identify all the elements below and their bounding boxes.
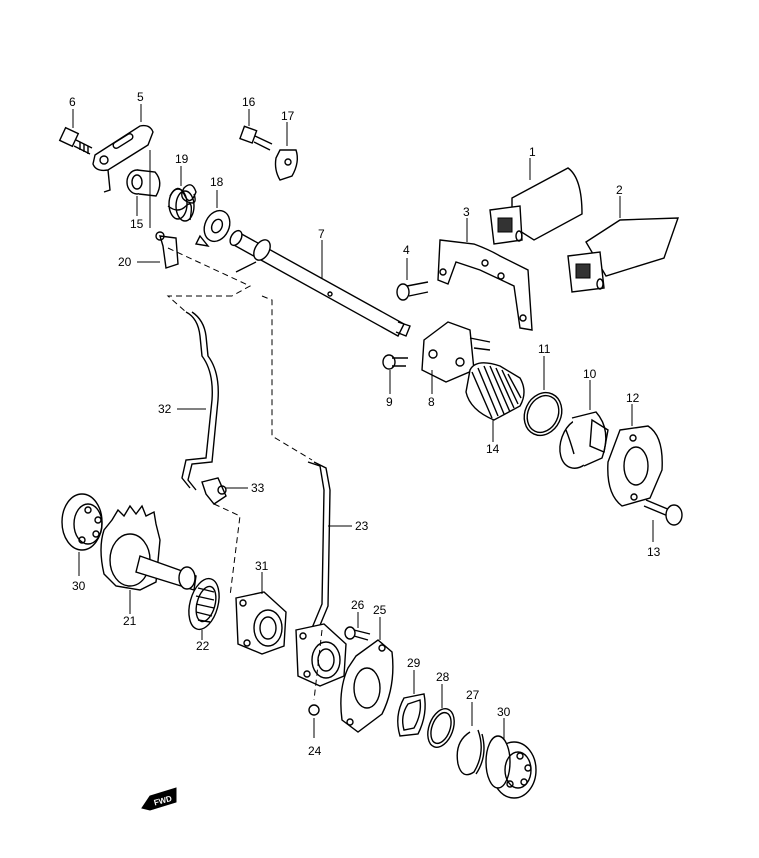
callout-7: 7 bbox=[318, 227, 325, 241]
part-30-bearing-right bbox=[485, 718, 537, 799]
part-25-gasket bbox=[340, 617, 394, 733]
part-7-shaft bbox=[229, 229, 411, 337]
callout-20: 20 bbox=[118, 255, 132, 269]
callout-30-left: 30 bbox=[72, 579, 86, 593]
callout-14: 14 bbox=[486, 442, 500, 456]
callout-22: 22 bbox=[196, 639, 210, 653]
part-28-oring bbox=[427, 684, 455, 748]
callout-6: 6 bbox=[69, 95, 76, 109]
callout-18: 18 bbox=[210, 175, 224, 189]
part-23-housing bbox=[295, 623, 347, 687]
part-8-block bbox=[421, 321, 491, 394]
callout-13: 13 bbox=[647, 545, 661, 559]
callout-30-right: 30 bbox=[497, 705, 511, 719]
part-13-bolt bbox=[643, 499, 683, 542]
callout-11: 11 bbox=[538, 342, 551, 356]
part-9-screw bbox=[382, 354, 408, 394]
callout-9: 9 bbox=[386, 395, 393, 409]
part-6-bolt bbox=[58, 109, 93, 155]
part-31-housing bbox=[235, 572, 287, 655]
callout-21: 21 bbox=[123, 614, 137, 628]
callout-5: 5 bbox=[137, 90, 144, 104]
part-21-gear-shaft bbox=[100, 504, 197, 614]
part-26-screw bbox=[344, 612, 371, 641]
fwd-direction-badge: FWD bbox=[141, 787, 177, 811]
part-15-collar bbox=[126, 150, 161, 228]
part-11-oring bbox=[523, 356, 563, 437]
callout-27: 27 bbox=[466, 688, 480, 702]
callout-4: 4 bbox=[403, 243, 410, 257]
part-30-bearing-left bbox=[61, 493, 103, 576]
callout-3: 3 bbox=[463, 205, 470, 219]
callout-19: 19 bbox=[175, 152, 189, 166]
part-14-spring bbox=[465, 362, 525, 442]
part-5-bracket bbox=[92, 104, 154, 193]
callout-15: 15 bbox=[130, 217, 144, 231]
callout-24: 24 bbox=[308, 744, 322, 758]
part-16-bolt bbox=[239, 109, 273, 151]
callout-12: 12 bbox=[626, 391, 640, 405]
part-27-circlip bbox=[456, 702, 485, 776]
part-3-bracket bbox=[437, 218, 533, 331]
callout-17: 17 bbox=[281, 109, 295, 123]
part-12-gasket bbox=[607, 404, 663, 507]
callout-1: 1 bbox=[529, 145, 536, 159]
part-19-spring bbox=[167, 166, 197, 222]
callout-16: 16 bbox=[242, 95, 256, 109]
callout-26: 26 bbox=[351, 598, 365, 612]
callout-10: 10 bbox=[583, 367, 597, 381]
callout-labels: 1 2 3 4 5 6 7 8 9 10 11 12 13 14 15 16 1… bbox=[69, 90, 661, 758]
part-22-needle-bearing bbox=[188, 577, 220, 640]
assembly-guide-lines bbox=[166, 247, 323, 701]
part-20-lever bbox=[137, 231, 179, 269]
callout-32: 32 bbox=[158, 402, 172, 416]
part-33-clip bbox=[201, 477, 248, 505]
part-4-screw bbox=[396, 258, 429, 301]
part-23-rod bbox=[307, 461, 352, 631]
callout-28: 28 bbox=[436, 670, 450, 684]
part-17-washer bbox=[274, 122, 299, 181]
part-10-cap bbox=[559, 380, 609, 469]
callout-33: 33 bbox=[251, 481, 265, 495]
part-1-switch bbox=[489, 158, 583, 245]
callout-8: 8 bbox=[428, 395, 435, 409]
part-2-switch bbox=[567, 196, 679, 293]
callout-23: 23 bbox=[355, 519, 369, 533]
part-32-rod bbox=[177, 311, 219, 491]
callout-2: 2 bbox=[616, 183, 623, 197]
part-18-washer bbox=[194, 190, 231, 247]
callout-29: 29 bbox=[407, 656, 421, 670]
callout-31: 31 bbox=[255, 559, 269, 573]
part-29-seal bbox=[397, 670, 426, 737]
part-24-ball bbox=[308, 704, 320, 738]
callout-25: 25 bbox=[373, 603, 387, 617]
